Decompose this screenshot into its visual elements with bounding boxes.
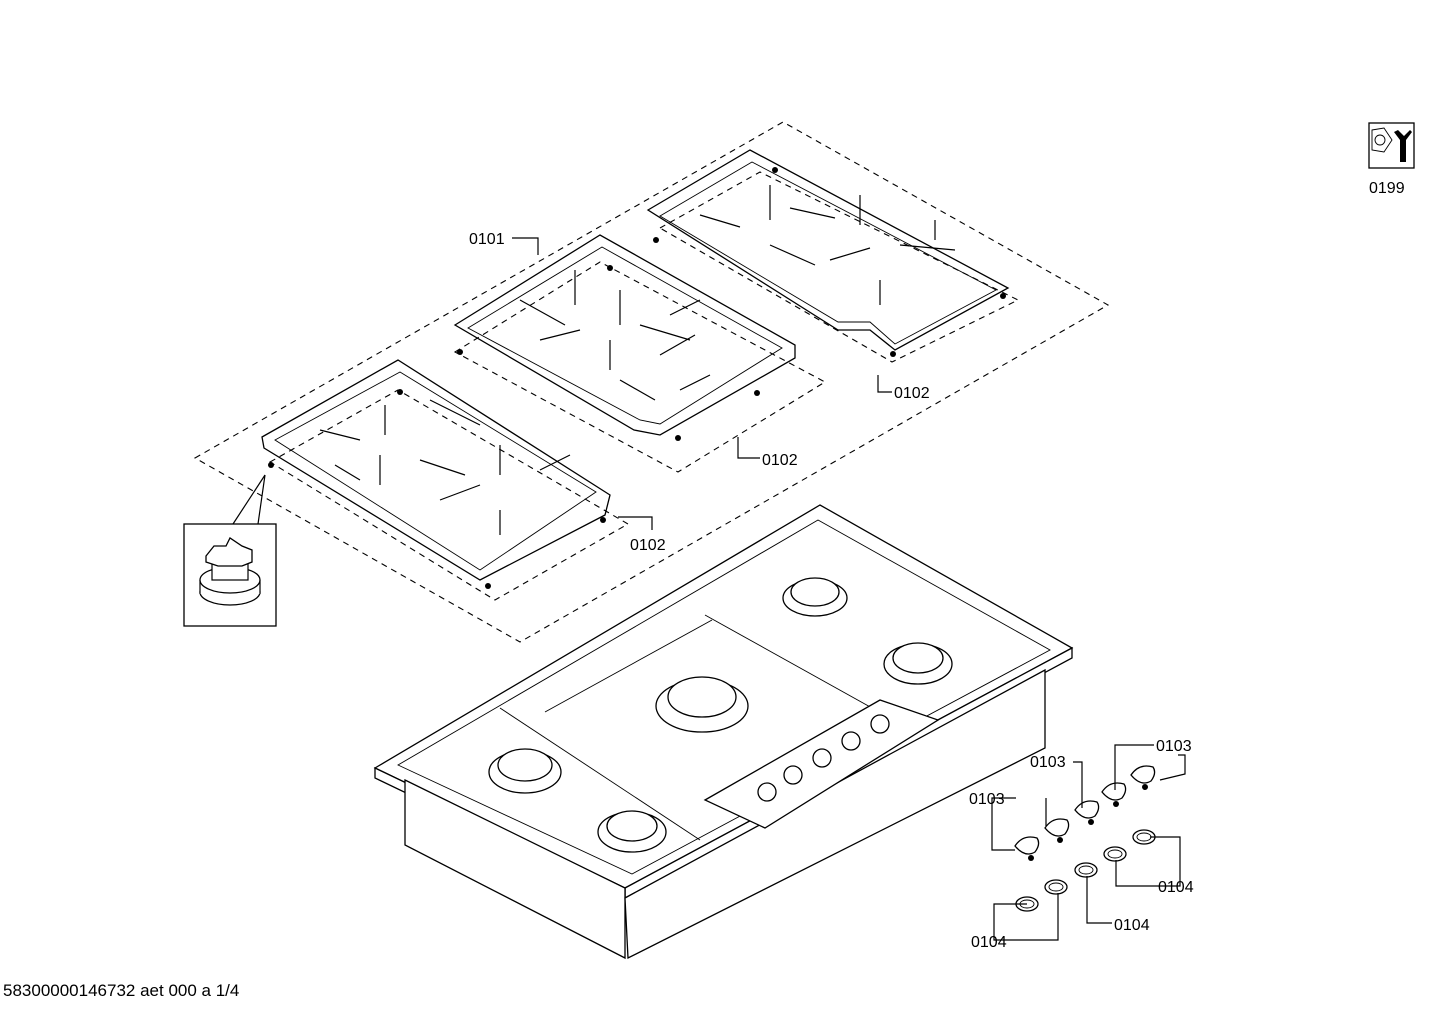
burner-front-right[interactable]	[883, 642, 953, 685]
burner-large-center[interactable]	[655, 676, 749, 733]
ring-2[interactable]	[1044, 879, 1068, 895]
ring-4[interactable]	[1103, 846, 1127, 862]
knob-2[interactable]	[1044, 818, 1070, 843]
ring-3[interactable]	[1074, 862, 1098, 878]
grate-foot-detail-icon	[183, 474, 277, 627]
label-0103-a: 0103	[969, 791, 1005, 808]
assembly-envelope	[193, 121, 1110, 643]
knob-1[interactable]	[1014, 836, 1040, 861]
burner-front-left[interactable]	[597, 810, 667, 853]
grate-left[interactable]	[261, 359, 630, 601]
knob-4[interactable]	[1101, 782, 1127, 807]
label-0102-right: 0102	[894, 385, 930, 402]
knob-5[interactable]	[1130, 765, 1156, 790]
label-0103-b: 0103	[1030, 754, 1066, 771]
burner-back-left[interactable]	[488, 748, 562, 794]
label-0104-a: 0104	[971, 934, 1007, 951]
burner-back-right[interactable]	[782, 577, 848, 617]
knob-3[interactable]	[1074, 800, 1100, 825]
grate-middle[interactable]	[453, 234, 827, 473]
label-0104-b: 0104	[1114, 917, 1150, 934]
document-id-footer: 58300000146732 aet 000 a 1/4	[3, 981, 240, 1000]
label-0101: 0101	[469, 231, 505, 248]
grate-right[interactable]	[646, 149, 1020, 363]
label-0104-c: 0104	[1158, 879, 1194, 896]
cooktop[interactable]	[373, 504, 1074, 960]
label-0199: 0199	[1369, 180, 1405, 197]
label-0102-left: 0102	[630, 537, 666, 554]
label-0102-middle: 0102	[762, 452, 798, 469]
wrench-nut-icon[interactable]	[1368, 122, 1415, 169]
label-0103-c: 0103	[1156, 738, 1192, 755]
